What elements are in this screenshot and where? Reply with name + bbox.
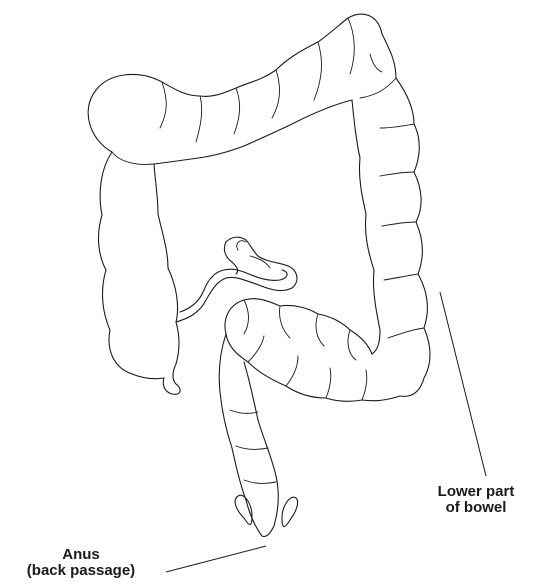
transverse-haustra [112,18,354,164]
lower-bowel-label-line2: of bowel [420,500,532,516]
anus-leader-line [166,546,266,572]
sigmoid-haustra [244,300,367,400]
anus-label-line2: (back passage) [2,563,160,579]
transverse-colon [88,14,396,164]
descending-colon [352,78,430,396]
anal-sphincter-right [282,497,298,526]
rectum [219,334,278,537]
rectum-folds [230,410,276,483]
ileum-curl [237,241,270,268]
anal-sphincter-left [235,495,252,524]
anus-label: Anus (back passage) [2,547,160,579]
descending-haustra [360,54,424,338]
sigmoid-colon [225,299,400,402]
small-intestine [176,237,297,322]
anus-label-line1: Anus [2,547,160,563]
lower-bowel-label-line1: Lower part [420,484,532,500]
lower-bowel-label: Lower part of bowel [420,484,532,516]
ascending-colon [99,152,181,394]
lower-bowel-leader-line [440,292,486,476]
